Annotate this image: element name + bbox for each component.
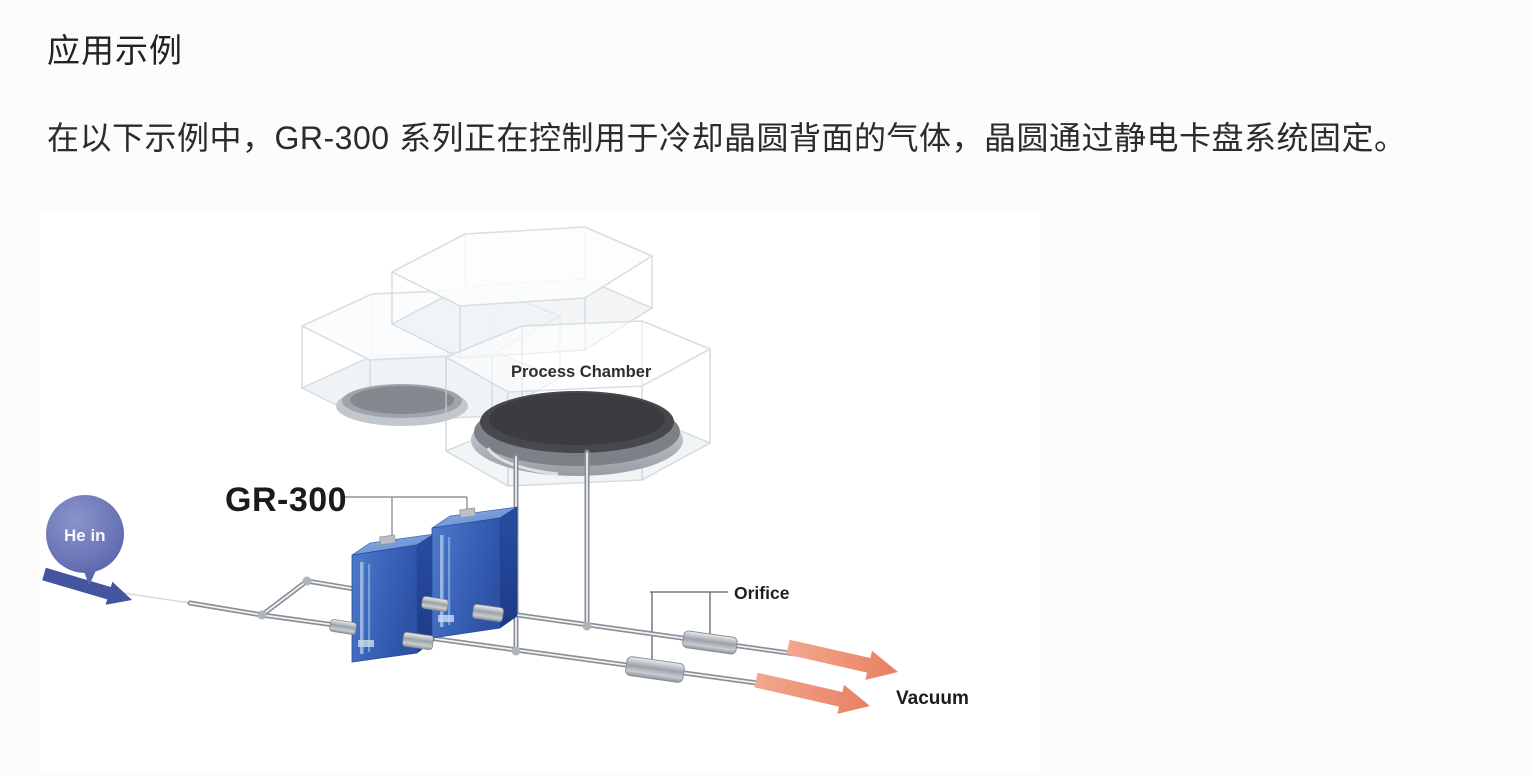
vacuum-arrow-upper: [786, 639, 898, 680]
intro-paragraph: 在以下示例中，GR-300 系列正在控制用于冷却晶圆背面的气体，晶圆通过静电卡盘…: [47, 120, 1407, 156]
he-inlet: He in: [42, 495, 133, 605]
vacuum-arrows: [754, 639, 898, 714]
orifice-leader-line: [650, 591, 728, 662]
process-chamber-label: Process Chamber: [511, 363, 652, 381]
he-in-label: He in: [64, 526, 106, 545]
orifice-label: Orifice: [734, 583, 790, 603]
diagram-canvas: He in GR-300 Process Chamber Orifice Vac…: [42, 226, 969, 714]
he-inlet-arrow: [42, 567, 133, 605]
vacuum-label: Vacuum: [896, 688, 969, 709]
gr300-label: GR-300: [225, 481, 347, 519]
page-title: 应用示例: [47, 32, 183, 69]
he-balloon: [46, 495, 124, 573]
orifice-fitting-lower: [625, 656, 685, 683]
chamber-prism-front: [445, 320, 711, 487]
wafer-chuck: [471, 391, 683, 476]
vacuum-arrow-lower: [754, 672, 870, 714]
orifice-fitting-upper: [682, 630, 738, 655]
gr300-device-1: [351, 533, 435, 663]
process-chamber: [301, 226, 711, 487]
application-diagram: He in GR-300 Process Chamber Orifice Vac…: [40, 210, 1040, 771]
pipe-fittings: [329, 596, 504, 651]
